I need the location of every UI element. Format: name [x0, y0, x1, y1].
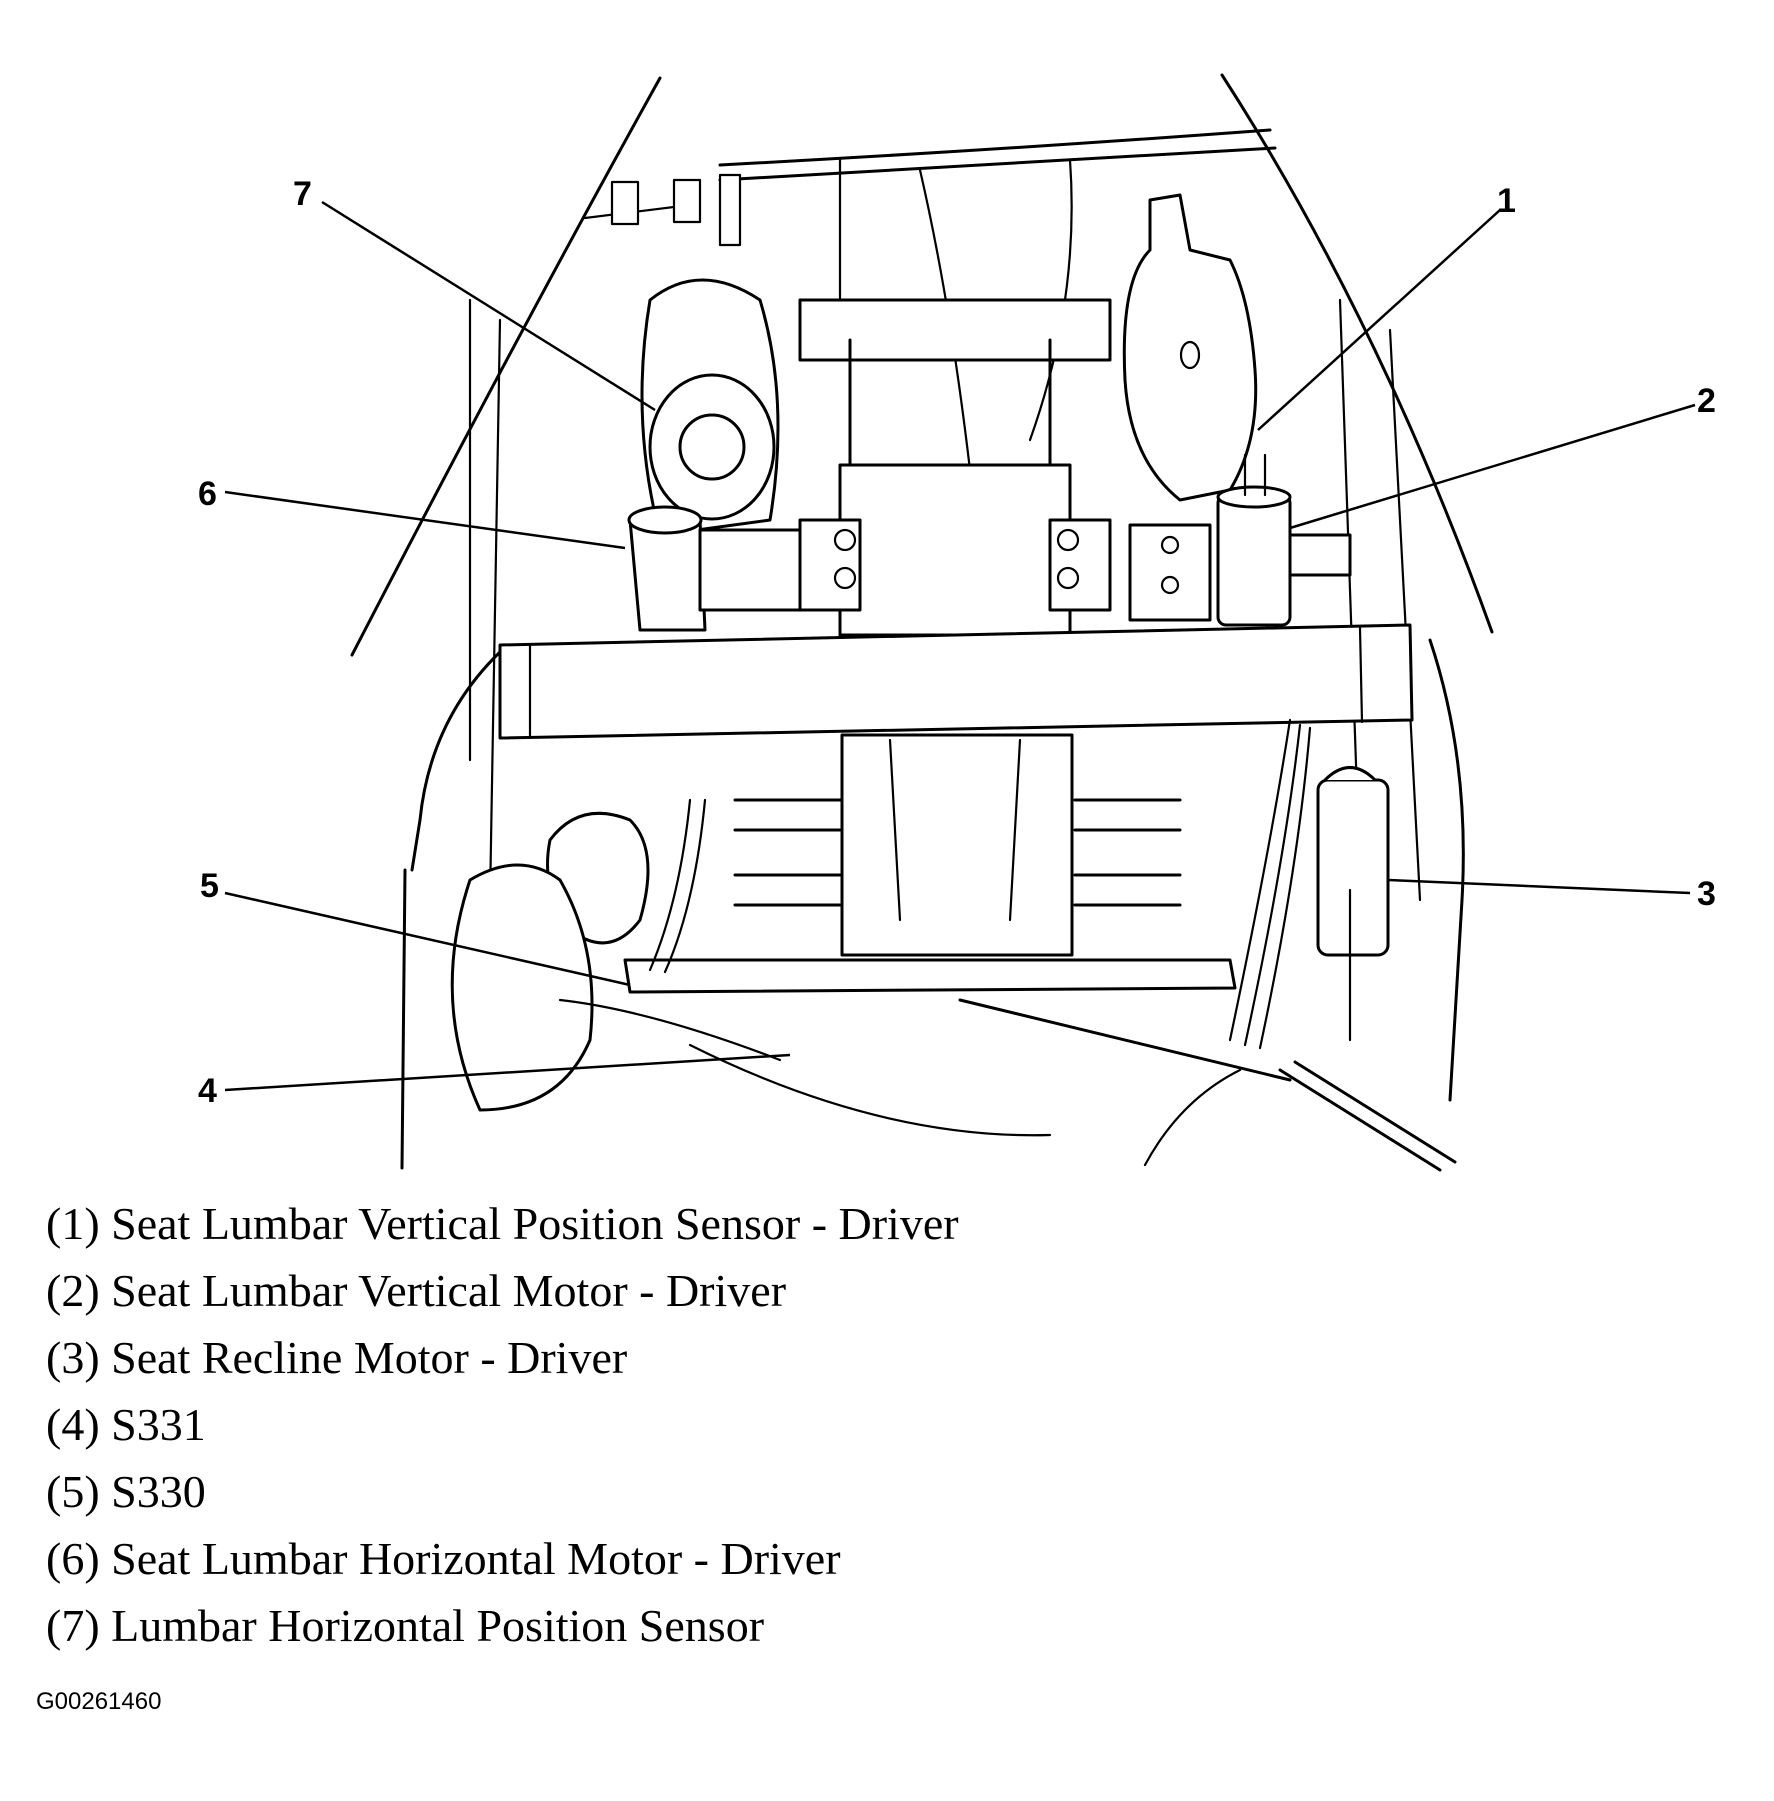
lumbar-vertical-position-sensor — [1122, 193, 1258, 502]
legend-item-3: (3) Seat Recline Motor - Driver — [46, 1332, 628, 1383]
seat-back-outline — [350, 73, 1494, 1170]
callout-6: 6 — [198, 475, 217, 513]
callout-4: 4 — [198, 1072, 217, 1110]
leader-line-3 — [1387, 878, 1691, 895]
legend-item-4: (4) S331 — [46, 1399, 206, 1450]
main-cross-member — [498, 623, 1414, 740]
callout-numbers: 7 1 2 6 5 3 4 — [198, 175, 1716, 1110]
upper-frame-tubes — [583, 128, 1277, 472]
callout-5: 5 — [200, 867, 219, 905]
component-legend: (1) Seat Lumbar Vertical Position Sensor… — [46, 1190, 959, 1659]
leader-line-7 — [321, 200, 656, 412]
leader-line-2 — [1289, 403, 1696, 530]
leader-line-6 — [224, 490, 626, 550]
callout-leader-lines — [224, 200, 1696, 1092]
legend-item-7: (7) Lumbar Horizontal Position Sensor — [46, 1600, 765, 1651]
lumbar-horizontal-motor — [627, 505, 802, 632]
lumbar-horizontal-position-sensor — [640, 278, 780, 537]
lumbar-vertical-motor — [1216, 453, 1352, 627]
leader-line-4 — [224, 1053, 791, 1092]
callout-7: 7 — [293, 175, 312, 213]
left-harness-splice — [450, 798, 1242, 1167]
legend-item-5: (5) S330 — [46, 1466, 206, 1517]
legend-item-2: (2) Seat Lumbar Vertical Motor - Driver — [46, 1265, 787, 1316]
callout-1: 1 — [1497, 182, 1516, 220]
leader-line-1 — [1257, 209, 1501, 431]
callout-2: 2 — [1697, 382, 1716, 420]
leader-line-5 — [224, 891, 631, 987]
upper-cross-plate — [798, 298, 1112, 472]
center-mount-bracket — [798, 463, 1212, 637]
legend-item-6: (6) Seat Lumbar Horizontal Motor - Drive… — [46, 1533, 841, 1584]
legend-item-1: (1) Seat Lumbar Vertical Position Sensor… — [46, 1198, 959, 1249]
callout-3: 3 — [1697, 875, 1716, 913]
lower-frame — [623, 733, 1457, 1172]
seat-recline-motor — [1228, 718, 1390, 1050]
figure-id-label: G00261460 — [36, 1688, 162, 1715]
